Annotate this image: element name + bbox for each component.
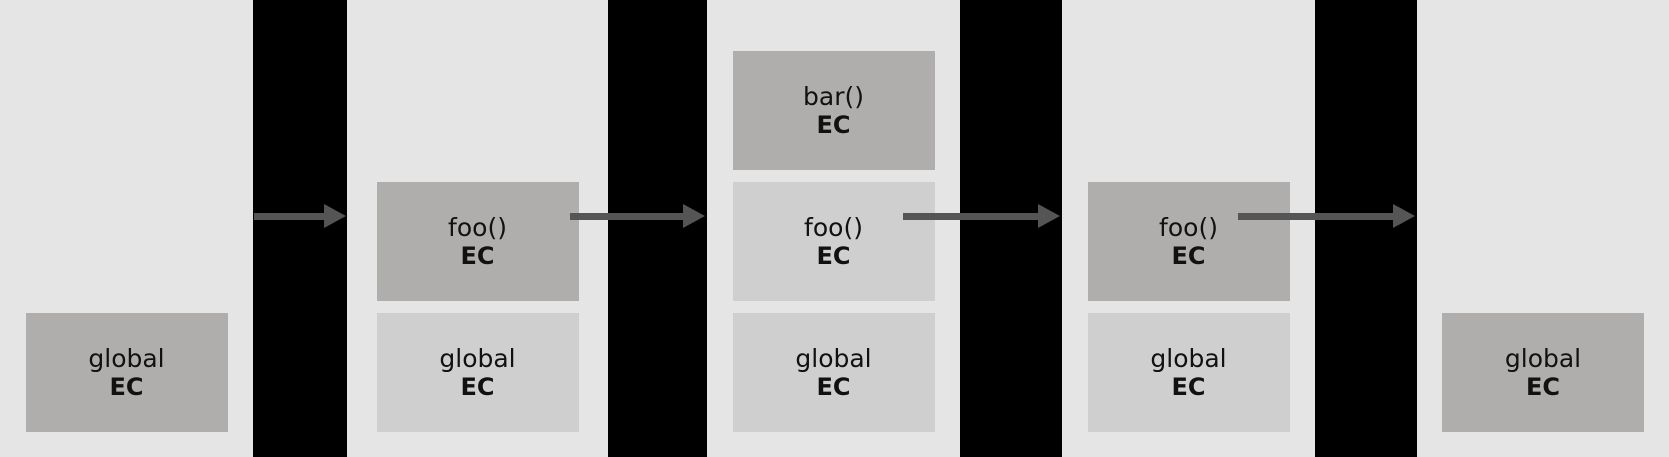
arrow-head-icon bbox=[1038, 204, 1060, 228]
ec-box-foo: foo() EC bbox=[732, 182, 935, 301]
ec-box-title: bar() bbox=[803, 81, 864, 111]
ec-box-title: global bbox=[1504, 343, 1582, 373]
arrow-step-2-to-3 bbox=[570, 204, 707, 228]
ec-stack-step-5: global EC bbox=[1417, 313, 1669, 432]
arrow-step-4-to-5 bbox=[1238, 204, 1417, 228]
ec-box-global: global EC bbox=[25, 313, 228, 432]
panel-step-3: global EC foo() EC bar() EC bbox=[707, 0, 960, 457]
ec-stack-step-4: global EC foo() EC bbox=[1062, 182, 1315, 432]
ec-box-subtitle: EC bbox=[816, 242, 851, 271]
ec-box-title: global bbox=[88, 343, 165, 373]
arrow-head-icon bbox=[1393, 204, 1415, 228]
arrow-head-icon bbox=[324, 204, 346, 228]
ec-box-global: global EC bbox=[1087, 313, 1290, 432]
panel-step-1: global EC bbox=[0, 0, 253, 457]
ec-box-foo: foo() EC bbox=[376, 182, 579, 301]
panel-step-5: global EC bbox=[1417, 0, 1669, 457]
arrow-shaft bbox=[903, 213, 1040, 220]
arrow-step-3-to-4 bbox=[903, 204, 1062, 228]
ec-box-global: global EC bbox=[376, 313, 579, 432]
ec-box-global: global EC bbox=[732, 313, 935, 432]
ec-box-bar: bar() EC bbox=[732, 51, 935, 170]
ec-box-subtitle: EC bbox=[816, 373, 851, 402]
ec-box-global: global EC bbox=[1442, 313, 1644, 432]
gap-2 bbox=[608, 0, 707, 457]
ec-box-title: foo() bbox=[448, 212, 507, 242]
ec-stack-step-2: global EC foo() EC bbox=[347, 182, 608, 432]
ec-box-title: foo() bbox=[804, 212, 863, 242]
arrow-shaft bbox=[1238, 213, 1395, 220]
arrow-step-1-to-2 bbox=[254, 204, 346, 228]
ec-box-title: global bbox=[795, 343, 872, 373]
arrow-shaft bbox=[254, 213, 326, 220]
ec-box-subtitle: EC bbox=[460, 373, 495, 402]
arrow-head-icon bbox=[683, 204, 705, 228]
ec-box-foo: foo() EC bbox=[1087, 182, 1290, 301]
panel-step-2: global EC foo() EC bbox=[347, 0, 608, 457]
ec-box-subtitle: EC bbox=[109, 373, 144, 402]
ec-stack-step-3: global EC foo() EC bar() EC bbox=[707, 51, 960, 432]
gap-1 bbox=[253, 0, 347, 457]
ec-box-subtitle: EC bbox=[816, 111, 851, 140]
ec-box-subtitle: EC bbox=[1525, 373, 1560, 402]
ec-box-subtitle: EC bbox=[460, 242, 495, 271]
ec-box-title: foo() bbox=[1159, 212, 1218, 242]
ec-stack-step-1: global EC bbox=[0, 313, 253, 432]
gap-4 bbox=[1315, 0, 1417, 457]
ec-box-subtitle: EC bbox=[1171, 242, 1206, 271]
arrow-shaft bbox=[570, 213, 685, 220]
gap-3 bbox=[960, 0, 1062, 457]
ec-box-title: global bbox=[439, 343, 516, 373]
panel-step-4: global EC foo() EC bbox=[1062, 0, 1315, 457]
ec-box-subtitle: EC bbox=[1171, 373, 1206, 402]
ec-box-title: global bbox=[1150, 343, 1227, 373]
